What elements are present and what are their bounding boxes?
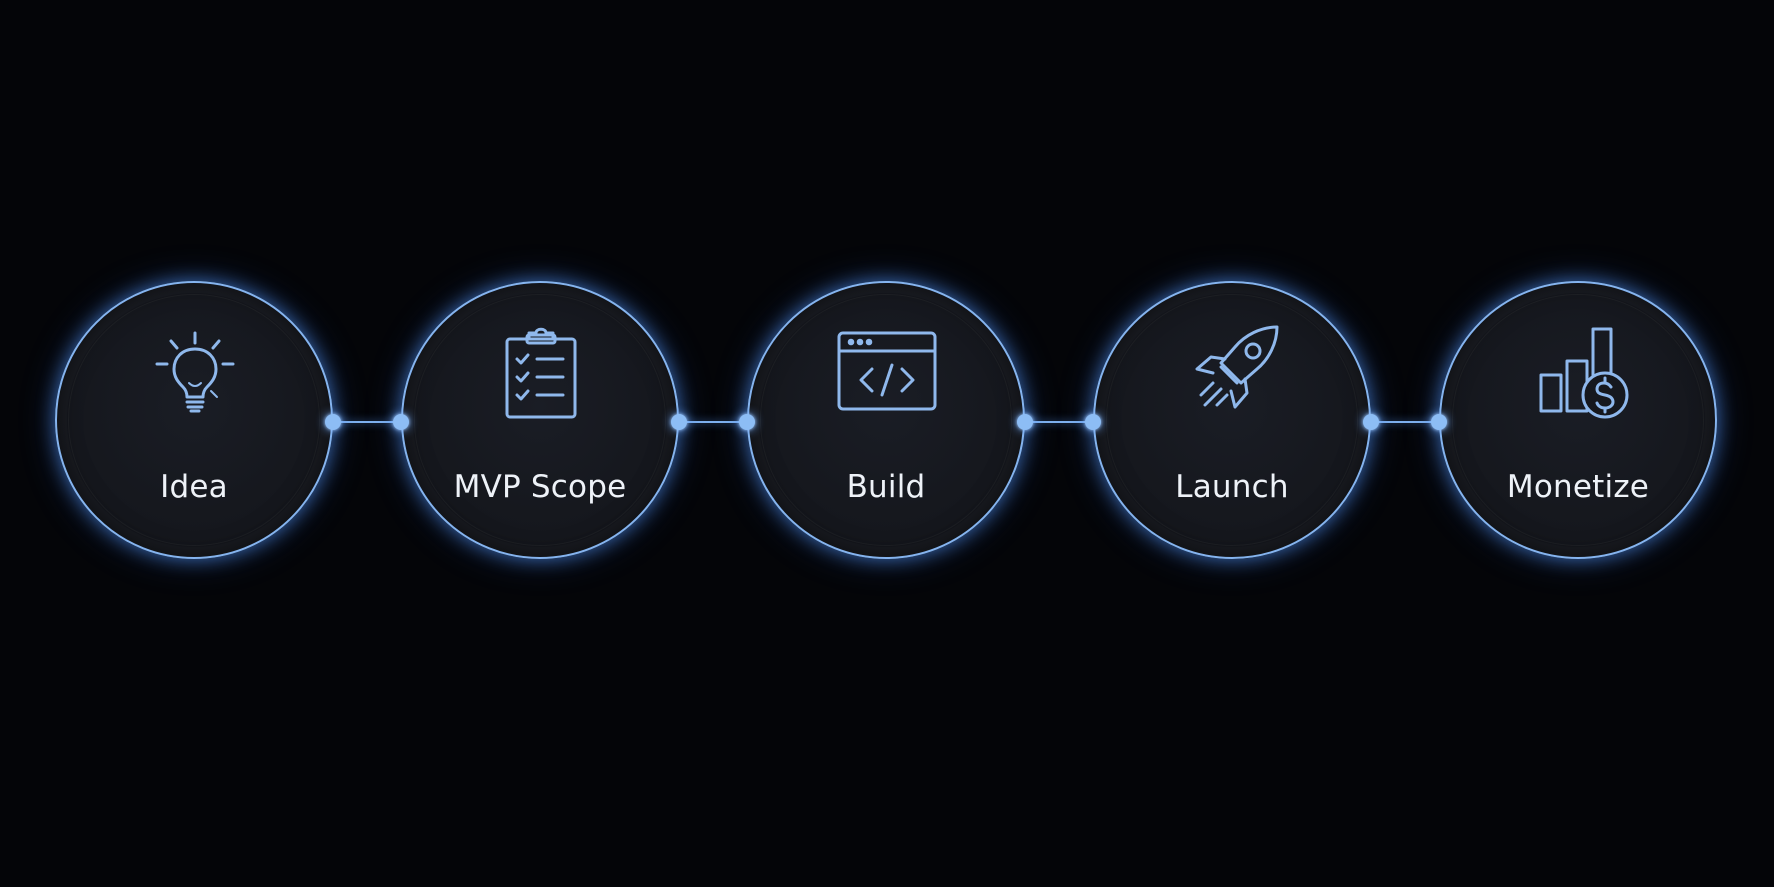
lightbulb-icon [145,321,245,421]
step-label: Monetize [1506,469,1650,505]
connector-dot [1431,414,1447,430]
connector-launch-to-monetize [1371,421,1441,423]
connector-dot [1363,414,1379,430]
connector-dot [393,414,409,430]
bar-chart-dollar-icon [1529,321,1629,421]
code-window-icon [837,321,937,421]
connector-mvp-to-build [679,421,749,423]
connector-dot [325,414,341,430]
connector-build-to-launch [1025,421,1095,423]
step-build: Build [747,281,1025,559]
step-monetize: Monetize [1439,281,1717,559]
step-label: Launch [1175,469,1289,505]
step-launch: Launch [1093,281,1371,559]
clipboard-checklist-icon [491,321,591,421]
connector-dot [739,414,755,430]
step-label: MVP Scope [453,469,627,505]
step-inner-ring [1452,294,1704,546]
connector-dot [1017,414,1033,430]
step-label: Idea [160,469,228,505]
step-inner-ring [1106,294,1358,546]
connector-dot [671,414,687,430]
step-inner-ring [68,294,320,546]
step-idea: Idea [55,281,333,559]
step-inner-ring [760,294,1012,546]
step-label: Build [846,469,926,505]
connector-idea-to-mvp [333,421,401,423]
rocket-icon [1183,321,1283,421]
step-mvp-scope: MVP Scope [401,281,679,559]
step-inner-ring [414,294,666,546]
connector-dot [1085,414,1101,430]
